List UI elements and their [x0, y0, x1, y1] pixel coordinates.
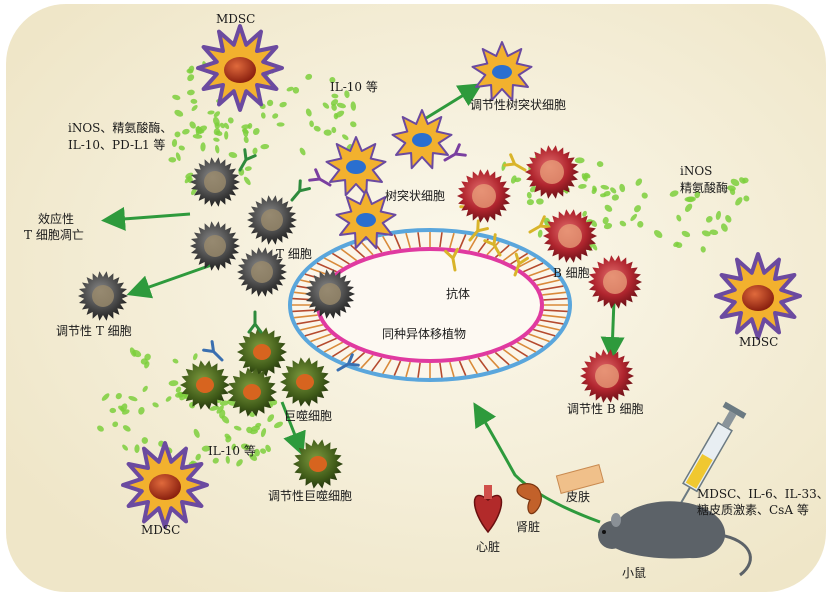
mouse-illustration: [598, 501, 752, 577]
label-mouse: 小鼠: [622, 566, 647, 580]
label-effector-2: T 细胞凋亡: [24, 228, 84, 242]
antibody-4: [444, 247, 459, 272]
syringe-icon: [676, 401, 747, 510]
t-receptor-3: [247, 310, 263, 334]
arrow-to-regulatory-macrophage: [280, 401, 306, 457]
label-inos-right-1: iNOS: [680, 164, 713, 178]
t-cell-3: [190, 221, 240, 271]
label-regulatory-dc: 调节性树突状细胞: [470, 98, 567, 112]
label-treatment-1: MDSC、IL-6、IL-33、: [697, 487, 829, 501]
dc-3: [335, 189, 397, 250]
antibody-1: [468, 219, 489, 242]
arrow-transplant-to-graft: [473, 402, 601, 524]
t-cell-4: [237, 247, 287, 297]
label-macrophage: 巨噬细胞: [284, 409, 333, 423]
t-cell-2: [247, 195, 297, 245]
label-inos-left-2: IL-10、PD-L1 等: [68, 138, 166, 152]
antibody-5: [513, 252, 529, 277]
label-graft: 同种异体移植物: [382, 327, 467, 341]
macrophage-4: [280, 357, 330, 407]
label-mdsc-top: MDSC: [216, 12, 256, 26]
t-cell-1: [190, 157, 240, 207]
arrow-to-regulatory-b: [600, 299, 625, 361]
mac-receptor-2: [336, 353, 360, 372]
macrophage-1: [237, 327, 287, 377]
regulatory-t-cell: [78, 271, 128, 321]
skin-patch: [555, 464, 605, 494]
arrow-to-effector-apoptosis: [101, 206, 191, 231]
dc-1: [391, 109, 453, 170]
allograft: [288, 228, 572, 382]
label-inos-left-1: iNOS、精氨酸酶、: [68, 121, 173, 135]
label-il10-bottom: IL-10 等: [208, 444, 256, 458]
b-receptor-1: [503, 153, 527, 172]
dc-receptor-2: [443, 143, 467, 162]
macrophage-2: [180, 360, 230, 410]
label-dc: 树突状细胞: [385, 189, 446, 203]
label-regulatory-macrophage: 调节性巨噬细胞: [268, 489, 353, 503]
kidney-organ: [516, 483, 542, 515]
label-b-cell: B 细胞: [553, 266, 590, 280]
label-il10-top: IL-10 等: [330, 80, 378, 94]
label-kidney: 肾脏: [516, 520, 541, 534]
b-cell-2: [525, 145, 579, 199]
mdsc-right: [714, 252, 802, 340]
t-cell-5: [305, 269, 355, 319]
antibody-3: [528, 215, 552, 234]
b-cell-3: [543, 209, 597, 263]
label-antibody: 抗体: [446, 287, 471, 301]
label-regulatory-b: 调节性 B 细胞: [567, 402, 644, 416]
label-heart: 心脏: [476, 540, 501, 554]
label-inos-right-2: 精氨酸酶: [680, 181, 729, 195]
label-t-cell: T 细胞: [276, 247, 312, 261]
label-effector-1: 效应性: [38, 212, 75, 226]
label-regulatory-t: 调节性 T 细胞: [56, 324, 132, 338]
mdsc-bottom: [121, 441, 209, 529]
mac-receptor-1: [202, 340, 224, 362]
dc-2: [325, 136, 387, 197]
antibody-2: [483, 233, 502, 257]
t-receptor-1: [238, 148, 257, 172]
regulatory-b-cell: [580, 349, 634, 403]
regulatory-dc: [471, 41, 533, 102]
macrophage-3: [227, 367, 277, 417]
label-skin: 皮肤: [566, 490, 591, 504]
regulatory-macrophage: [293, 439, 343, 489]
dc-receptor-1: [308, 168, 332, 187]
label-mdsc-right: MDSC: [739, 335, 779, 349]
heart-organ: [473, 485, 503, 534]
label-treatment-2: 糖皮质激素、CsA 等: [697, 503, 809, 517]
t-receptor-2: [290, 179, 311, 202]
b-cell-1: [457, 169, 511, 223]
label-mdsc-bottom: MDSC: [141, 523, 181, 537]
b-cell-4: [588, 255, 642, 309]
mdsc-top: [196, 24, 284, 112]
